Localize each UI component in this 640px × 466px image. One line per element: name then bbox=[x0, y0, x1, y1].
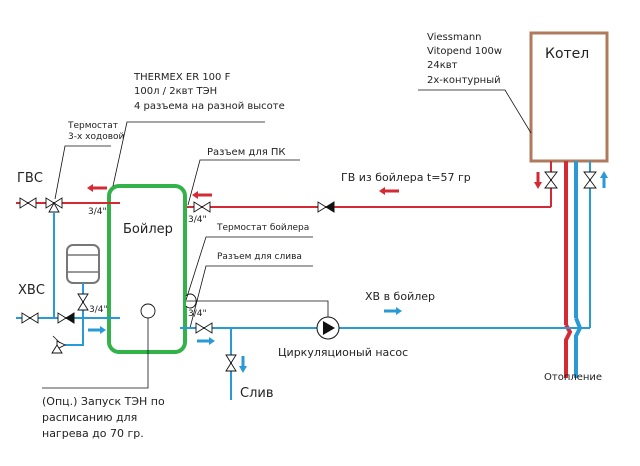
pump-icon[interactable] bbox=[316, 316, 340, 340]
cold-to-boiler-label: ХВ в бойлер bbox=[365, 290, 435, 303]
drain-valve[interactable] bbox=[225, 354, 237, 372]
svg-text:THERMEX ER 100 F: THERMEX ER 100 F bbox=[133, 72, 231, 83]
svg-text:2х-контурный: 2х-контурный bbox=[427, 75, 501, 86]
gvs-valve[interactable] bbox=[19, 197, 37, 209]
svg-text:Термостат бойлера: Термостат бойлера bbox=[216, 223, 309, 233]
svg-text:Viessmann: Viessmann bbox=[427, 32, 482, 43]
schedule-leader bbox=[42, 318, 149, 389]
circ-pump-label: Циркуляционый насос bbox=[278, 346, 408, 359]
safety-valve-pipe bbox=[65, 330, 84, 346]
svg-text:Разъем для слива: Разъем для слива bbox=[217, 252, 302, 262]
size-label: 3/4" bbox=[188, 215, 207, 225]
flow-arrow-icon bbox=[534, 172, 542, 189]
thermostat-to-pump-wire bbox=[186, 300, 329, 318]
svg-text:Разъем для ПК: Разъем для ПК bbox=[207, 147, 286, 158]
kotel-model-note: Viessmann Vitopend 100w 24квт 2х-контурн… bbox=[418, 32, 532, 134]
pk-inlet-valve[interactable] bbox=[193, 201, 211, 213]
svg-text:Термостат: Термостат bbox=[67, 121, 118, 131]
svg-text:расписанию для: расписанию для bbox=[42, 411, 137, 424]
flow-arrow-icon bbox=[384, 307, 402, 315]
expansion-tank-valve[interactable] bbox=[77, 293, 89, 311]
hvs-valve[interactable] bbox=[21, 312, 39, 324]
thermostat-3way-note: Термостат 3-х ходовой bbox=[54, 121, 125, 200]
size-label: 3/4" bbox=[89, 305, 108, 315]
drain-label: Слив bbox=[240, 386, 274, 401]
flow-arrow-icon bbox=[600, 171, 608, 188]
heating-element-icon bbox=[140, 303, 156, 319]
flow-arrow-icon bbox=[87, 184, 107, 192]
heating-label: Отопление bbox=[544, 372, 602, 383]
kotel-cold-valve[interactable] bbox=[583, 171, 597, 189]
flow-arrow-icon bbox=[379, 187, 399, 195]
schedule-note: (Опц.) Запуск ТЭН по расписанию для нагр… bbox=[42, 395, 165, 440]
svg-text:3-х ходовой: 3-х ходовой bbox=[68, 132, 125, 142]
kotel-hot-valve[interactable] bbox=[544, 171, 558, 189]
size-label: 3/4" bbox=[88, 207, 107, 217]
connector-pk-note: Разъем для ПК bbox=[187, 147, 300, 206]
drain-connector-valve[interactable] bbox=[195, 322, 213, 334]
hvs-label: ХВС bbox=[18, 283, 45, 298]
boiler-title: Бойлер bbox=[123, 222, 173, 237]
safety-valve-icon[interactable] bbox=[51, 335, 67, 354]
svg-text:4 разъема на разной высоте: 4 разъема на разной высоте bbox=[134, 101, 285, 112]
svg-text:24квт: 24квт bbox=[427, 60, 458, 71]
thermostat-boiler-note: Термостат бойлера bbox=[185, 223, 313, 301]
boiler-tank bbox=[107, 184, 187, 354]
svg-text:100л / 2квт ТЭН: 100л / 2квт ТЭН bbox=[134, 86, 217, 97]
check-valve-icon[interactable] bbox=[317, 201, 335, 213]
kotel-frame bbox=[529, 31, 609, 163]
kotel-title: Котел bbox=[545, 46, 589, 62]
flow-arrow-icon bbox=[197, 337, 215, 345]
three-way-valve-icon[interactable] bbox=[45, 197, 63, 213]
expansion-tank-icon bbox=[66, 244, 100, 284]
connector-drain-note: Разъем для слива bbox=[189, 252, 313, 329]
gvs-label: ГВС bbox=[17, 171, 43, 186]
flow-arrow-icon bbox=[239, 356, 247, 373]
svg-text:Vitopend 100w: Vitopend 100w bbox=[427, 46, 502, 57]
flow-arrow-icon bbox=[192, 191, 212, 199]
heating-supply-bend bbox=[564, 324, 573, 378]
flow-arrow-icon bbox=[88, 326, 106, 334]
boiler-model-note: THERMEX ER 100 F 100л / 2квт ТЭН 4 разъе… bbox=[112, 72, 285, 187]
heating-return-bend bbox=[574, 317, 583, 378]
size-label: 3/4" bbox=[188, 309, 207, 319]
svg-text:(Опц.) Запуск ТЭН по: (Опц.) Запуск ТЭН по bbox=[42, 395, 165, 408]
svg-text:нагрева до 70 гр.: нагрева до 70 гр. bbox=[42, 427, 144, 440]
hot-from-boiler-label: ГВ из бойлера t=57 гр bbox=[341, 171, 471, 184]
check-valve-icon[interactable] bbox=[57, 312, 75, 324]
